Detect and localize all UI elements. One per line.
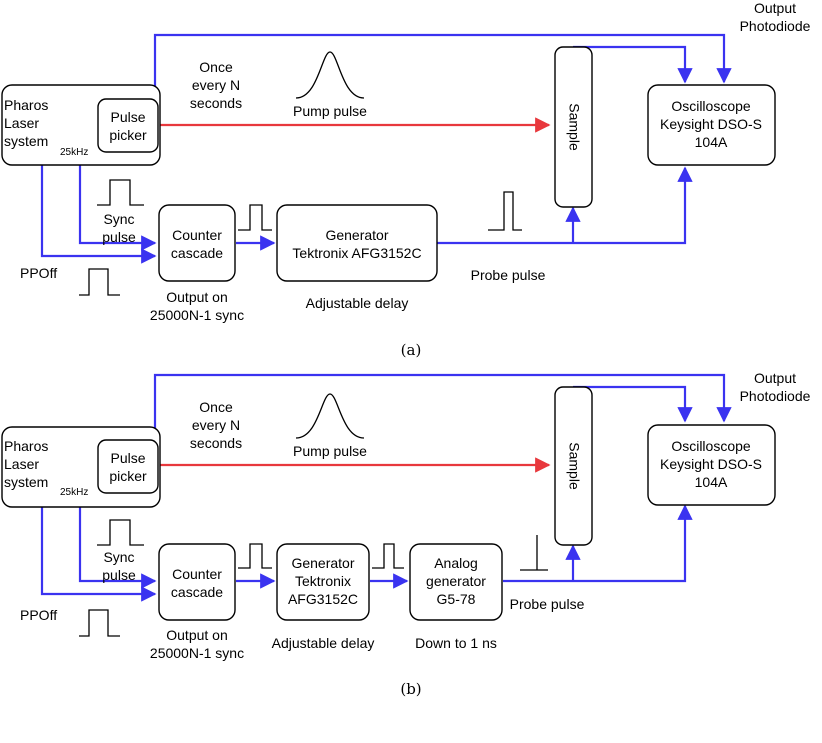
caption-a: (a) <box>401 341 422 359</box>
pump-pulse-icon <box>295 393 365 439</box>
photodiode-line <box>573 385 693 423</box>
rep-rate-label: 25kHz <box>60 147 88 158</box>
probe-line <box>437 166 693 245</box>
pump-pulse-label: Pump pulse <box>293 103 367 119</box>
probe-pulse-label: Probe pulse <box>471 267 546 283</box>
sample-label: Sample <box>566 442 582 490</box>
analog-generator-box <box>409 543 503 621</box>
probe-line <box>503 504 693 583</box>
sample-box <box>554 386 593 546</box>
sync-pulse-icon <box>97 519 144 546</box>
sync-line <box>78 165 157 251</box>
ppoff-pulse-icon <box>79 268 120 296</box>
generator-box <box>276 204 438 282</box>
sample-box <box>554 46 593 208</box>
photodiode-line <box>573 45 693 84</box>
generator-output-pulse-icon <box>372 543 404 569</box>
generator-note: Adjustable delay <box>306 295 409 311</box>
probe-pulse-label: Probe pulse <box>510 596 585 612</box>
rep-rate-label: 25kHz <box>60 487 88 498</box>
ppoff-line <box>40 165 157 264</box>
counter-box <box>158 204 236 282</box>
generator-box <box>276 543 370 621</box>
ppoff-label: PPOff <box>20 265 57 281</box>
trigger-line-top <box>153 33 732 98</box>
ppoff-line <box>40 507 157 602</box>
oscilloscope-box <box>647 84 776 166</box>
pump-pulse-label: Pump pulse <box>293 443 367 459</box>
generator-note: Adjustable delay <box>272 635 375 651</box>
counter-output-pulse-icon <box>238 543 272 569</box>
ppoff-label: PPOff <box>20 607 57 623</box>
oscilloscope-box <box>647 424 776 506</box>
caption-b: (b) <box>400 680 421 698</box>
counter-output-pulse-icon <box>238 204 272 231</box>
sync-pulse-icon <box>97 179 144 206</box>
trigger-line-top <box>153 373 732 440</box>
ppoff-pulse-icon <box>79 609 120 637</box>
pump-pulse-icon <box>295 51 365 99</box>
counter-box <box>158 543 236 621</box>
sample-label: Sample <box>566 103 582 151</box>
analog-generator-note: Down to 1 ns <box>415 635 497 651</box>
pulse-picker-box <box>97 98 159 153</box>
pulse-picker-box <box>97 439 159 494</box>
sync-line <box>78 507 157 589</box>
probe-pulse-icon <box>488 191 522 231</box>
probe-pulse-icon <box>520 535 548 571</box>
